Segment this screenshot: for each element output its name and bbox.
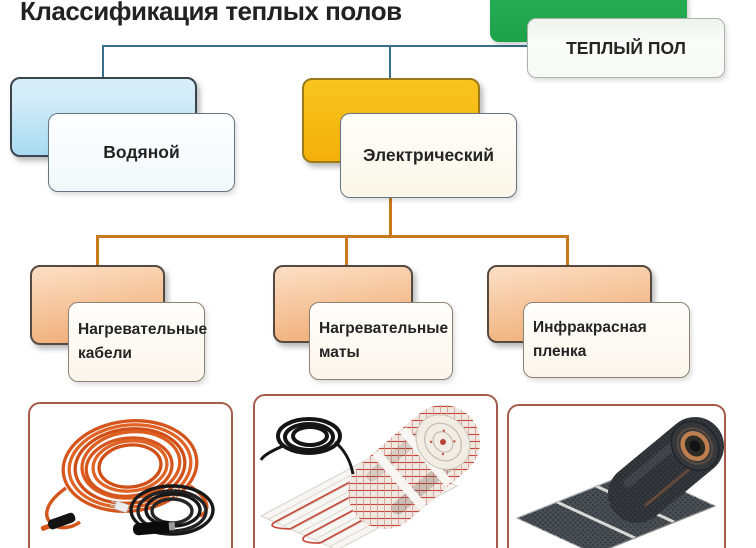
electric-node-label-box: Электрический <box>340 113 517 198</box>
root-node-label-box: ТЕПЛЫЙ ПОЛ <box>527 18 725 78</box>
connector-root-to-electric <box>389 45 391 79</box>
connector-electric-horizontal <box>96 235 569 238</box>
connector-to-mats <box>345 235 348 268</box>
connector-to-cables <box>96 235 99 266</box>
orange-cable-coil <box>61 419 199 513</box>
water-node-label: Водяной <box>103 142 180 162</box>
heating-cable-photo-frame <box>28 402 233 548</box>
page-title: Классификация теплых полов <box>20 0 402 26</box>
infrared-film-photo <box>515 417 724 548</box>
electric-node-label: Электрический <box>362 145 495 165</box>
infrared-film-photo-frame <box>507 404 726 548</box>
connector-to-film <box>566 235 569 266</box>
cables-node-label-box: Нагревательные кабели <box>68 302 208 382</box>
connector-root-horizontal <box>102 45 528 47</box>
cable-plug <box>109 500 129 513</box>
film-roll-end-core <box>670 420 720 472</box>
film-node-label-box: Инфракрасная пленка <box>523 302 690 378</box>
cable-connector-block <box>132 520 176 536</box>
mat-roll <box>348 405 480 529</box>
root-node-label: ТЕПЛЫЙ ПОЛ <box>566 37 686 58</box>
film-node-label: Инфракрасная пленка <box>533 318 647 360</box>
heating-mat-photo-frame <box>253 394 498 548</box>
cable-end-ferrule <box>40 512 76 531</box>
connector-root-to-water <box>102 45 104 78</box>
connector-electric-stem <box>389 197 392 238</box>
film-roll <box>608 417 724 523</box>
mats-node-label-box: Нагревательные маты <box>309 302 453 380</box>
cables-node-label: Нагревательные кабели <box>78 320 208 362</box>
mat-roll-end-spiral <box>415 414 471 470</box>
heating-mat-photo <box>259 405 480 548</box>
mats-node-label: Нагревательные маты <box>319 319 449 361</box>
water-node-label-box: Водяной <box>48 113 235 192</box>
heating-cable-photo <box>40 419 215 536</box>
mat-power-cord-coil <box>259 417 355 475</box>
